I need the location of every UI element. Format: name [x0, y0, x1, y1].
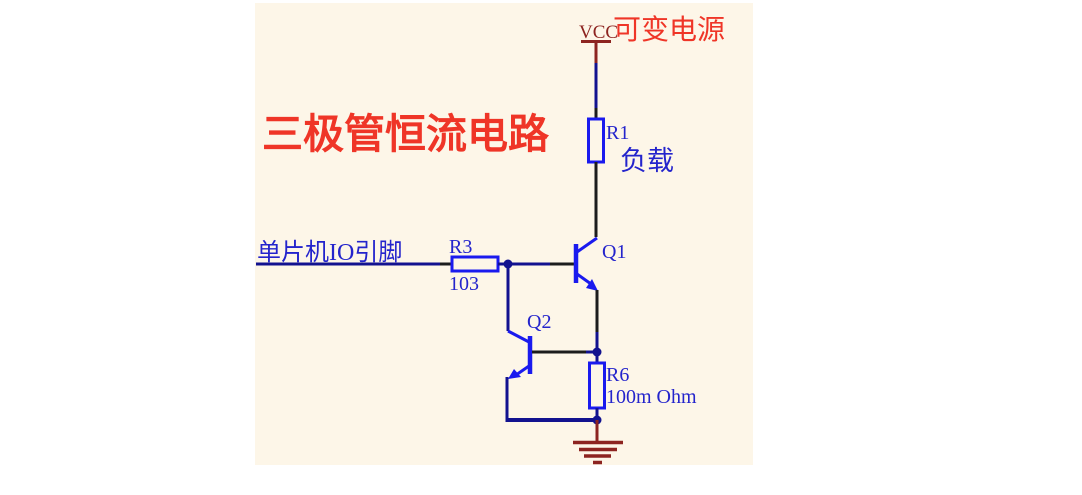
schematic-title: 三极管恒流电路 — [262, 111, 550, 157]
transistor-q2-emitter — [515, 364, 530, 377]
r1-ref-label: R1 — [606, 122, 629, 144]
transistor-q1-emitter — [576, 272, 592, 286]
input-net-label: 单片机IO引脚 — [257, 239, 402, 266]
ground-symbol-icon — [573, 440, 623, 465]
r6-ref-label: R6 — [606, 364, 629, 386]
q2-ref-label: Q2 — [527, 311, 551, 333]
resistor-r3-symbol — [450, 255, 500, 273]
transistor-q1-collector — [576, 236, 598, 254]
r1-load-annotation: 负载 — [620, 146, 674, 176]
transistor-q1-emitter-arrow-icon — [586, 279, 598, 291]
resistor-r6-symbol — [588, 361, 606, 410]
r3-ref-label: R3 — [449, 236, 472, 258]
r6-value-label: 100m Ohm — [606, 386, 697, 408]
transistor-q2-emitter-arrow-icon — [508, 369, 521, 379]
resistor-r1-symbol — [587, 117, 605, 164]
power-description-label: 可变电源 — [613, 14, 725, 46]
vcc-net-label: VCC — [579, 22, 618, 43]
transistor-q2-collector — [507, 329, 530, 344]
q1-ref-label: Q1 — [602, 241, 626, 263]
schematic-sheet — [255, 3, 753, 465]
r3-value-label: 103 — [449, 273, 479, 295]
